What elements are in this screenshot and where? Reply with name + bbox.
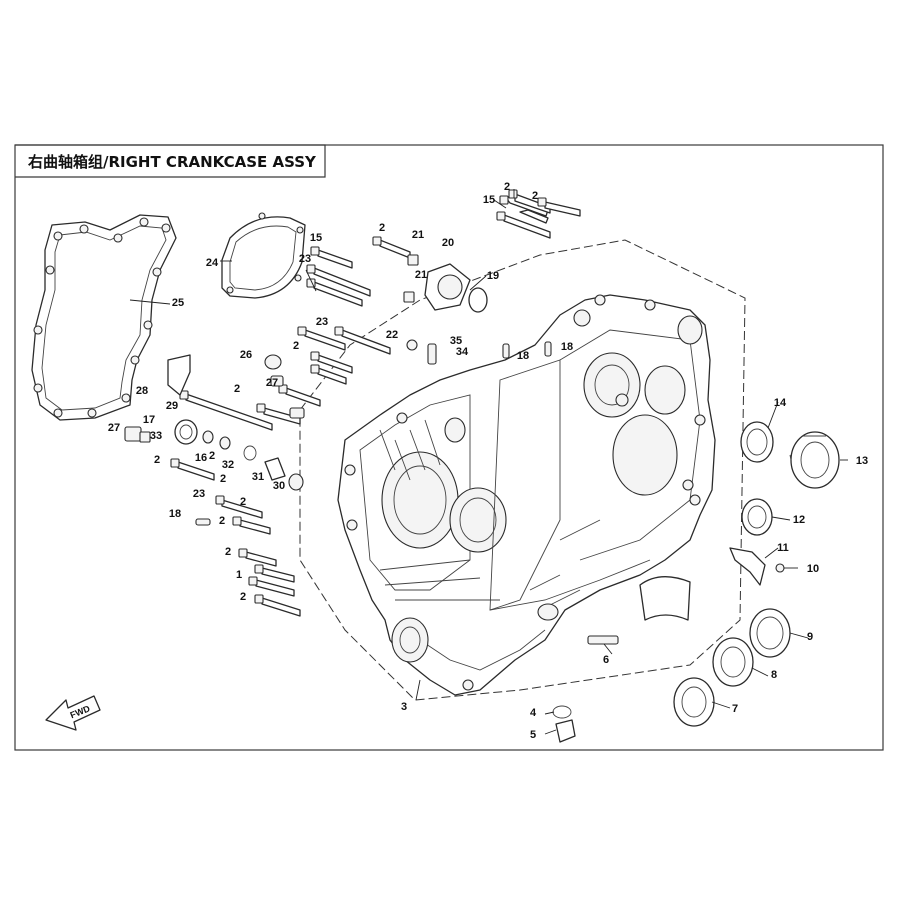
callout-number-2: 2 [209,450,215,462]
callout-number-8: 8 [771,669,777,681]
callout-number-2: 2 [225,546,231,558]
forward-direction-arrow: FWD [45,695,101,731]
callout-number-30: 30 [273,480,285,492]
callout-number-2: 2 [220,473,226,485]
callout-number-18: 18 [561,341,573,353]
callout-number-2: 2 [240,496,246,508]
callout-number-5: 5 [530,729,536,741]
callout-number-2: 2 [219,515,225,527]
callout-number-12: 12 [793,514,805,526]
callout-number-24: 24 [206,257,219,269]
callout-number-34: 34 [456,346,469,358]
callout-number-32: 32 [222,459,234,471]
callout-number-16: 16 [195,452,207,464]
callout-number-28: 28 [136,385,148,397]
callout-number-19: 19 [487,270,499,282]
crankcase-bolts [170,189,581,617]
callout-number-4: 4 [530,707,537,719]
callout-number-2: 2 [154,454,160,466]
callout-number-21: 21 [415,269,427,281]
callout-number-23: 23 [316,316,328,328]
callout-number-14: 14 [774,397,787,409]
clutch-cover-gasket [221,212,306,299]
callout-number-13: 13 [856,455,868,467]
callout-number-21: 21 [412,229,424,241]
callout-number-31: 31 [252,471,264,483]
callout-number-27: 27 [108,422,120,434]
crankcase-cover-gasket [31,214,177,421]
callout-number-2: 2 [379,222,385,234]
bearings-and-seals [639,421,840,727]
callout-number-35: 35 [450,335,462,347]
callout-number-27: 27 [266,377,278,389]
callout-number-17: 17 [143,414,155,426]
callout-number-11: 11 [777,542,789,554]
callout-number-1: 1 [236,569,242,581]
callout-number-20: 20 [442,237,454,249]
callout-number-15: 15 [310,232,322,244]
callout-number-23: 23 [193,488,205,500]
callout-number-10: 10 [807,563,819,575]
drain-plug-group [552,635,619,743]
callout-number-2: 2 [532,190,538,202]
callout-number-33: 33 [150,430,162,442]
callout-number-29: 29 [166,400,178,412]
callout-number-18: 18 [169,508,181,520]
callout-number-2: 2 [293,340,299,352]
callout-number-7: 7 [732,703,738,715]
callout-number-6: 6 [603,654,609,666]
callout-number-3: 3 [401,701,407,713]
diagram-frame [14,144,884,751]
title-box: 右曲轴箱组/RIGHT CRANKCASE ASSY [15,144,326,178]
callout-number-18: 18 [517,350,529,362]
callout-leaders [129,189,848,735]
callout-number-2: 2 [504,181,510,193]
diagram-title: 右曲轴箱组/RIGHT CRANKCASE ASSY [28,153,317,171]
callout-number-25: 25 [172,297,184,309]
callout-number-9: 9 [807,631,813,643]
callout-number-2: 2 [234,383,240,395]
callout-number-23: 23 [299,253,311,265]
callout-number-15: 15 [483,194,495,206]
coolant-outlet-group [403,254,488,313]
oil-pump-small-parts [124,339,437,491]
callout-number-22: 22 [386,329,398,341]
callout-number-26: 26 [240,349,252,361]
callout-number-2: 2 [240,591,246,603]
right-crankcase-half [299,239,746,701]
